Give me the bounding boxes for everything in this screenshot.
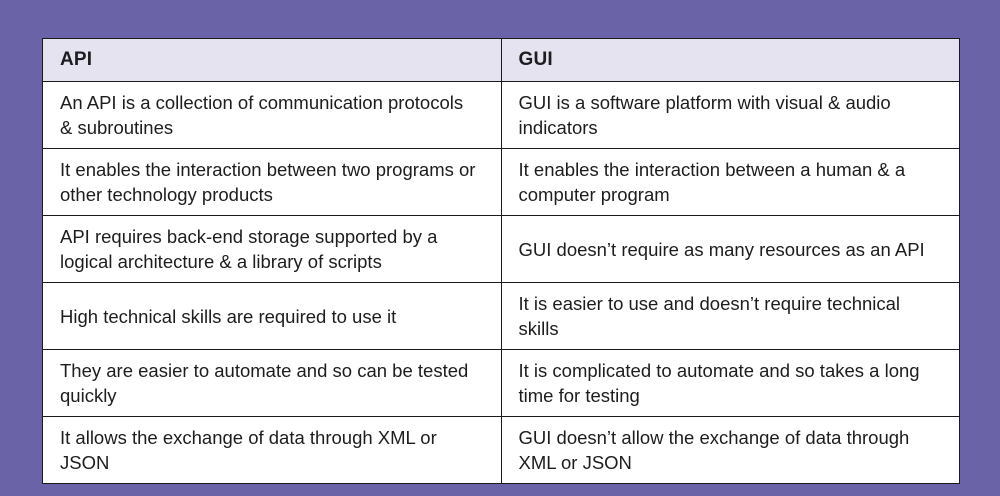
api-cell: An API is a collection of communication … [42, 81, 502, 149]
table-header-row: API GUI [42, 38, 960, 82]
api-cell: It allows the exchange of data through X… [42, 416, 502, 484]
gui-cell: It is easier to use and doesn’t require … [500, 282, 960, 350]
api-cell: High technical skills are required to us… [42, 282, 502, 350]
gui-cell: It enables the interaction between a hum… [500, 148, 960, 216]
table-row: An API is a collection of communication … [42, 81, 960, 149]
gui-cell: GUI is a software platform with visual &… [500, 81, 960, 149]
table-row: They are easier to automate and so can b… [42, 349, 960, 417]
table-row: API requires back-end storage supported … [42, 215, 960, 283]
column-header-gui: GUI [500, 38, 960, 82]
gui-cell: GUI doesn’t require as many resources as… [500, 215, 960, 283]
api-cell: It enables the interaction between two p… [42, 148, 502, 216]
table-row: It enables the interaction between two p… [42, 148, 960, 216]
gui-cell: GUI doesn’t allow the exchange of data t… [500, 416, 960, 484]
column-header-api: API [42, 38, 502, 82]
table-row: It allows the exchange of data through X… [42, 416, 960, 484]
table-row: High technical skills are required to us… [42, 282, 960, 350]
api-cell: They are easier to automate and so can b… [42, 349, 502, 417]
api-cell: API requires back-end storage supported … [42, 215, 502, 283]
gui-cell: It is complicated to automate and so tak… [500, 349, 960, 417]
api-vs-gui-comparison-table: API GUI An API is a collection of commun… [42, 38, 960, 484]
